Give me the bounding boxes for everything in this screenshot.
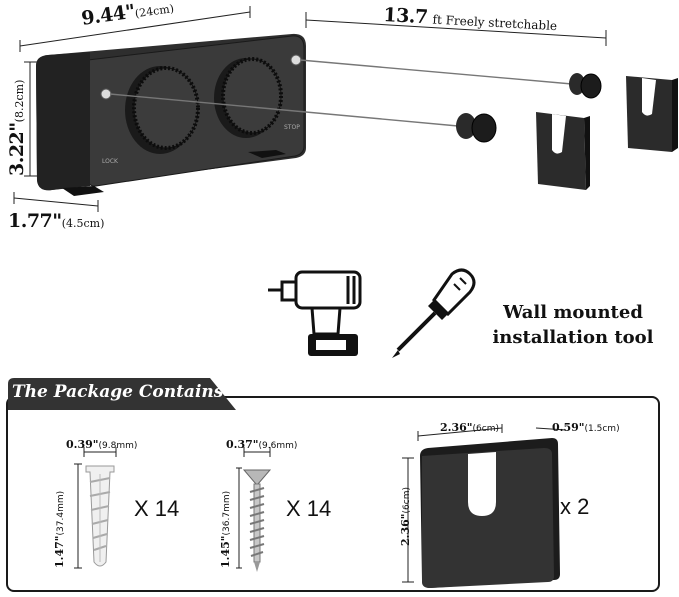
bracket-depth-label: 0.59"(1.5cm)	[552, 421, 620, 434]
wall-anchor-icon	[74, 447, 117, 569]
knob-label-stop: STOP	[284, 124, 300, 131]
anchor-length-label: 1.47"(37.4mm)	[53, 490, 66, 568]
tool-caption-line1: Wall mounted	[503, 302, 643, 323]
tool-caption-line2: installation tool	[492, 327, 654, 348]
drill-icon	[268, 270, 362, 356]
tool-caption: Wall mounted installation tool	[478, 300, 668, 350]
screw-length-label: 1.45"(36.7mm)	[219, 490, 232, 568]
knob-label-lock: LOCK	[102, 158, 118, 165]
bracket-icon	[402, 424, 567, 588]
package-title: The Package Contains	[12, 382, 224, 402]
screwdriver-icon	[392, 268, 476, 358]
depth-dimension-label: 1.77"(4.5cm)	[8, 210, 105, 232]
bracket-height-label: 2.36"(6cm)	[399, 487, 412, 546]
height-dimension-label: 3.22"(8.2cm)	[6, 79, 28, 176]
package-title-banner	[8, 378, 236, 410]
screw-width-label: 0.37"(9.6mm)	[226, 438, 298, 451]
bracket-width-label: 2.36"(6cm)	[440, 421, 499, 434]
screw-quantity: X 14	[286, 496, 332, 521]
anchor-quantity: X 14	[134, 496, 180, 521]
screw-icon	[236, 447, 272, 572]
product-illustration	[13, 6, 678, 212]
bracket-quantity: x 2	[560, 494, 590, 519]
anchor-width-label: 0.39"(9.8mm)	[66, 438, 138, 451]
package-panel	[6, 396, 660, 592]
